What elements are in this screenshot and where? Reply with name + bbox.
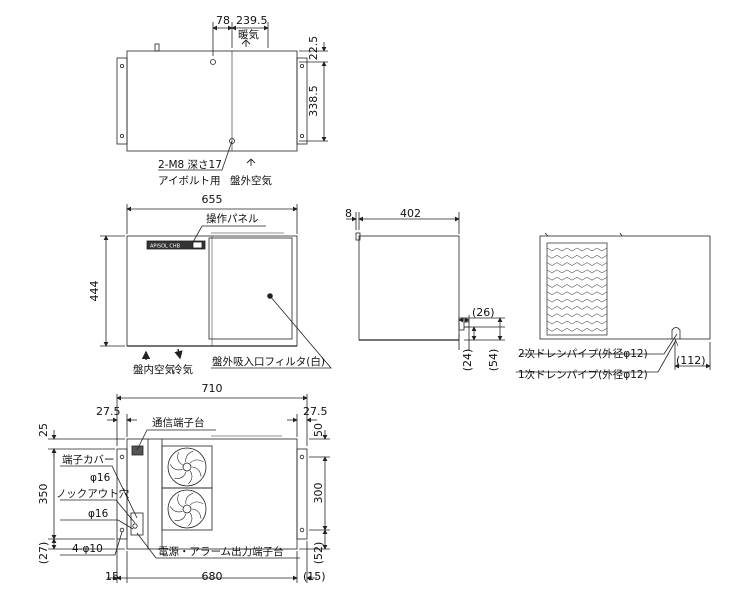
bottom-view [48, 394, 330, 583]
dim-27-5-left: 27.5 [96, 405, 121, 418]
dim-27: (27) [37, 542, 50, 565]
dim-239-5: 239.5 [236, 14, 268, 27]
condenser-grille [546, 242, 608, 336]
dim-15-right: (15) [303, 570, 326, 583]
warm-air-label: 暖気 [238, 28, 259, 41]
phi16-b-label: φ16 [88, 508, 109, 520]
rear-view-body [539, 235, 711, 340]
filter-door [208, 237, 293, 340]
inside-air-label: 盤内空気 [133, 363, 175, 376]
fan-1 [167, 447, 207, 487]
dim-680: 680 [202, 570, 223, 583]
dim-338-5: 338.5 [307, 85, 320, 117]
dim-112: (112) [676, 354, 706, 367]
dim-402: 402 [400, 207, 421, 220]
outside-air-label: 盤外空気 [230, 174, 272, 187]
dim-655: 655 [202, 193, 223, 206]
dim-27-5-right: 27.5 [303, 405, 328, 418]
mount-hole-2 [299, 454, 305, 460]
side-view [346, 212, 505, 350]
terminal-cover-label: 端子カバー [62, 453, 115, 466]
dim-54: (54) [487, 349, 500, 372]
mount-hole-1 [119, 454, 125, 460]
dim-8: 8 [345, 207, 352, 220]
dim-22-5: 22.5 [307, 36, 320, 61]
fan-2-frame [161, 487, 213, 531]
bolt-label-1: 2-M8 深さ17 [158, 159, 222, 171]
brand-label: APISOL CHB [150, 244, 181, 250]
mount-hole-3 [119, 527, 125, 533]
dim-350: 350 [37, 484, 50, 505]
drain2-label: 2次ドレンパイプ(外径φ12) [518, 347, 648, 360]
filter-label: 盤外吸入口フィルタ(白) [212, 355, 325, 368]
comm-terminal-block [131, 445, 144, 456]
cool-air-label: 冷気 [172, 363, 193, 376]
phi16-a-label: φ16 [90, 472, 111, 484]
dim-710: 710 [202, 382, 223, 395]
front-view [100, 204, 332, 369]
dim-50: 50 [312, 423, 325, 437]
dim-300: 300 [312, 483, 325, 504]
top-left-flange [116, 57, 128, 145]
dim-15-left: 15 [105, 570, 119, 583]
eyebolt-hole-1 [210, 59, 216, 65]
top-view-body [126, 50, 298, 152]
operation-panel [146, 240, 206, 250]
power-terminal-label: 電源・アラーム出力端子台 [158, 545, 284, 558]
fan-2 [167, 489, 207, 529]
panel-label: 操作パネル [206, 212, 259, 225]
drain1-label: 1次ドレンパイプ(外径φ12) [518, 368, 648, 381]
dim-26: (26) [472, 306, 495, 319]
bolt-label-2: アイボルト用 [158, 175, 220, 187]
rear-view [516, 232, 711, 373]
dim-25: 25 [37, 423, 50, 437]
holes-label: 4-φ10 [72, 543, 103, 555]
side-view-body [358, 235, 460, 341]
dim-444: 444 [88, 281, 101, 302]
dim-78: 78 [216, 14, 230, 27]
knockout-label: ノックアウト穴 [56, 487, 130, 500]
dim-24: (24) [461, 349, 474, 372]
top-view [116, 22, 328, 171]
comm-terminal-label: 通信端子台 [152, 416, 205, 429]
terminal-cover [130, 512, 144, 536]
top-right-flange [296, 57, 308, 145]
mount-hole-4 [299, 527, 305, 533]
drain-pipe [671, 327, 681, 339]
dim-52: (52) [312, 542, 325, 565]
fan-1-frame [161, 445, 213, 489]
